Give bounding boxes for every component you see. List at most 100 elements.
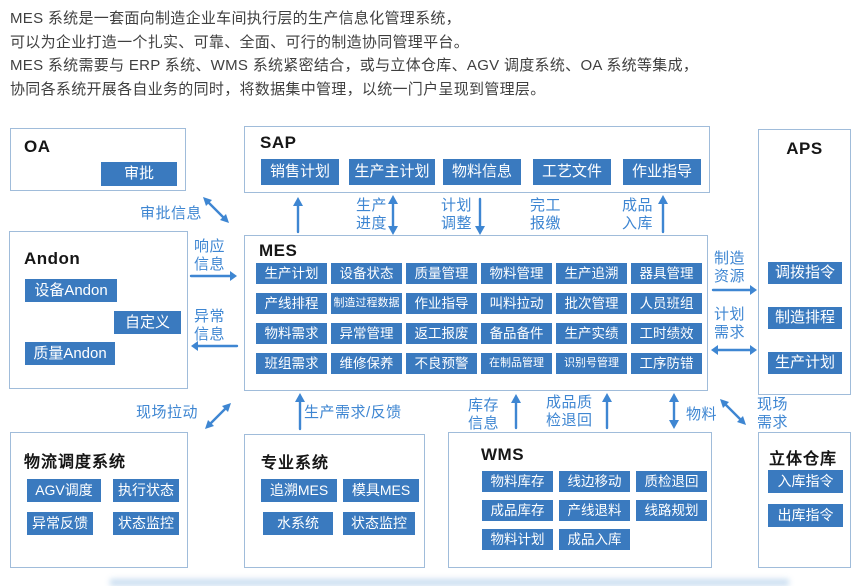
logistics-chip: 执行状态: [113, 479, 179, 502]
aps-chip: 调拨指令: [768, 262, 842, 284]
mes-chip: 质量管理: [406, 263, 477, 284]
arrow-right-icon: [189, 271, 237, 281]
arrow-both-diagonal-icon: [203, 197, 229, 223]
mes-chip: 生产追溯: [556, 263, 627, 284]
intro-line: MES 系统是一套面向制造企业车间执行层的生产信息化管理系统，: [10, 10, 461, 27]
arrow-left-icon: [191, 341, 239, 351]
wms-box: WMS 物料库存 线边移动 质检退回 成品库存 产线退料 线路规划 物料计划 成…: [448, 432, 712, 568]
flow-label-abnormal-info: 异常信息: [194, 308, 226, 343]
mes-chip: 制造过程数据: [331, 293, 402, 314]
logistics-chip: 异常反馈: [27, 512, 93, 535]
mes-chip: 设备状态: [331, 263, 402, 284]
mes-chip: 返工报废: [406, 323, 477, 344]
wms-box-title: WMS: [481, 445, 525, 464]
oa-chip-approval: 审批: [101, 162, 177, 186]
arrow-both-diagonal-icon: [720, 399, 746, 425]
mes-chip: 生产计划: [256, 263, 327, 284]
sap-chip: 生产主计划: [349, 159, 435, 185]
mes-chip: 物料管理: [481, 263, 552, 284]
mes-chip: 在制品管理: [481, 353, 552, 374]
special-systems-box-title: 专业系统: [261, 455, 330, 472]
mes-module-grid: 生产计划 设备状态 质量管理 物料管理 生产追溯 器具管理 产线排程 制造过程数…: [256, 263, 702, 374]
sap-chip: 销售计划: [261, 159, 339, 185]
aps-chip: 生产计划: [768, 352, 842, 374]
flow-label-response-info: 响应信息: [194, 238, 226, 273]
arrow-up-icon: [295, 393, 305, 431]
arrow-up-icon: [602, 393, 612, 430]
wms-chip: 成品库存: [482, 500, 553, 521]
mes-chip: 器具管理: [631, 263, 702, 284]
wms-chip: 物料库存: [482, 471, 553, 492]
mes-box-title: MES: [259, 241, 298, 260]
flow-label-material: 物料: [686, 406, 718, 423]
wms-chip: 成品入库: [559, 529, 630, 550]
aps-box-title: APS: [786, 139, 823, 158]
mes-chip: 叫料拉动: [481, 293, 552, 314]
mes-chip: 生产实绩: [556, 323, 627, 344]
arrow-both-vertical-icon: [388, 195, 398, 235]
andon-box: Andon 设备Andon 自定义 质量Andon: [9, 231, 188, 389]
special-systems-box: 专业系统 追溯MES 模具MES 水系统 状态监控: [244, 434, 425, 568]
flow-label-inventory-info: 库存信息: [468, 397, 500, 432]
mes-chip: 异常管理: [331, 323, 402, 344]
andon-chip: 质量Andon: [25, 342, 115, 365]
logistics-chip: AGV调度: [27, 479, 101, 502]
flow-label-approval-info: 审批信息: [140, 205, 203, 222]
sap-chip: 物料信息: [443, 159, 521, 185]
flow-label-site-pull: 现场拉动: [136, 404, 199, 421]
mes-chip: 物料需求: [256, 323, 327, 344]
andon-chip: 设备Andon: [25, 279, 117, 302]
mes-chip: 作业指导: [406, 293, 477, 314]
intro-line: 可以为企业打造一个扎实、可靠、全面、可行的制造协同管理平台。: [10, 33, 470, 51]
arrow-both-horizontal-icon: [711, 345, 757, 355]
special-chip: 模具MES: [343, 479, 419, 502]
wms-chip: 产线退料: [559, 500, 630, 521]
flow-label-manufacturing-resources: 制造资源: [714, 250, 746, 285]
sap-box-title: SAP: [260, 133, 297, 152]
wms-chip: 线路规划: [636, 500, 707, 521]
mes-chip: 不良预警: [406, 353, 477, 374]
sap-box: SAP 销售计划 生产主计划 物料信息 工艺文件 作业指导: [244, 126, 710, 193]
logistics-box: 物流调度系统 AGV调度 执行状态 异常反馈 状态监控: [10, 432, 188, 568]
wms-chip: 质检退回: [636, 471, 707, 492]
arrow-both-vertical-icon: [669, 393, 679, 429]
mes-chip: 班组需求: [256, 353, 327, 374]
flow-label-plan-adjustment: 计划调整: [441, 197, 473, 232]
flow-label-plan-demand: 计划需求: [714, 306, 746, 341]
intro-text: MES 系统是一套面向制造企业车间执行层的生产信息化管理系统， 可以为企业打造一…: [10, 7, 698, 101]
arrow-up-icon: [293, 197, 303, 234]
flow-label-site-demand: 现场需求: [757, 396, 789, 431]
aps-box: APS 调拨指令 制造排程 生产计划: [758, 129, 851, 395]
mes-box: MES 生产计划 设备状态 质量管理 物料管理 生产追溯 器具管理 产线排程 制…: [244, 235, 708, 391]
oa-box-title: OA: [24, 137, 51, 156]
mes-chip: 批次管理: [556, 293, 627, 314]
andon-chip: 自定义: [114, 311, 181, 334]
wms-chip: 物料计划: [482, 529, 553, 550]
sap-chip: 工艺文件: [533, 159, 611, 185]
special-chip: 水系统: [263, 512, 333, 535]
arrow-up-icon: [511, 394, 521, 430]
aps-chip: 制造排程: [768, 307, 842, 329]
arrow-both-diagonal-icon: [205, 403, 231, 429]
arrow-right-icon: [711, 285, 757, 295]
cube-warehouse-box: 立体仓库 入库指令 出库指令: [758, 432, 851, 568]
mes-chip: 人员班组: [631, 293, 702, 314]
special-chip: 追溯MES: [261, 479, 337, 502]
flow-label-finished-goods-in: 成品入库: [622, 197, 654, 232]
andon-box-title: Andon: [24, 249, 81, 268]
arrow-down-icon: [475, 197, 485, 235]
cube-chip: 出库指令: [768, 504, 843, 527]
bottom-crop-artifact: [110, 579, 789, 586]
cube-chip: 入库指令: [768, 470, 843, 493]
flow-label-finished-qc-return: 成品质检退回: [546, 394, 593, 429]
mes-chip: 备品备件: [481, 323, 552, 344]
cube-warehouse-box-title: 立体仓库: [769, 451, 838, 468]
intro-line: 协同各系统开展各自业务的同时，将数据集中管理，以统一门户呈现到管理层。: [10, 80, 546, 98]
mes-chip: 工时绩效: [631, 323, 702, 344]
oa-box: OA 审批: [10, 128, 186, 191]
special-chip: 状态监控: [343, 512, 415, 535]
arrow-up-icon: [658, 195, 668, 234]
flow-label-production-progress: 生产进度: [356, 197, 388, 232]
mes-chip: 产线排程: [256, 293, 327, 314]
